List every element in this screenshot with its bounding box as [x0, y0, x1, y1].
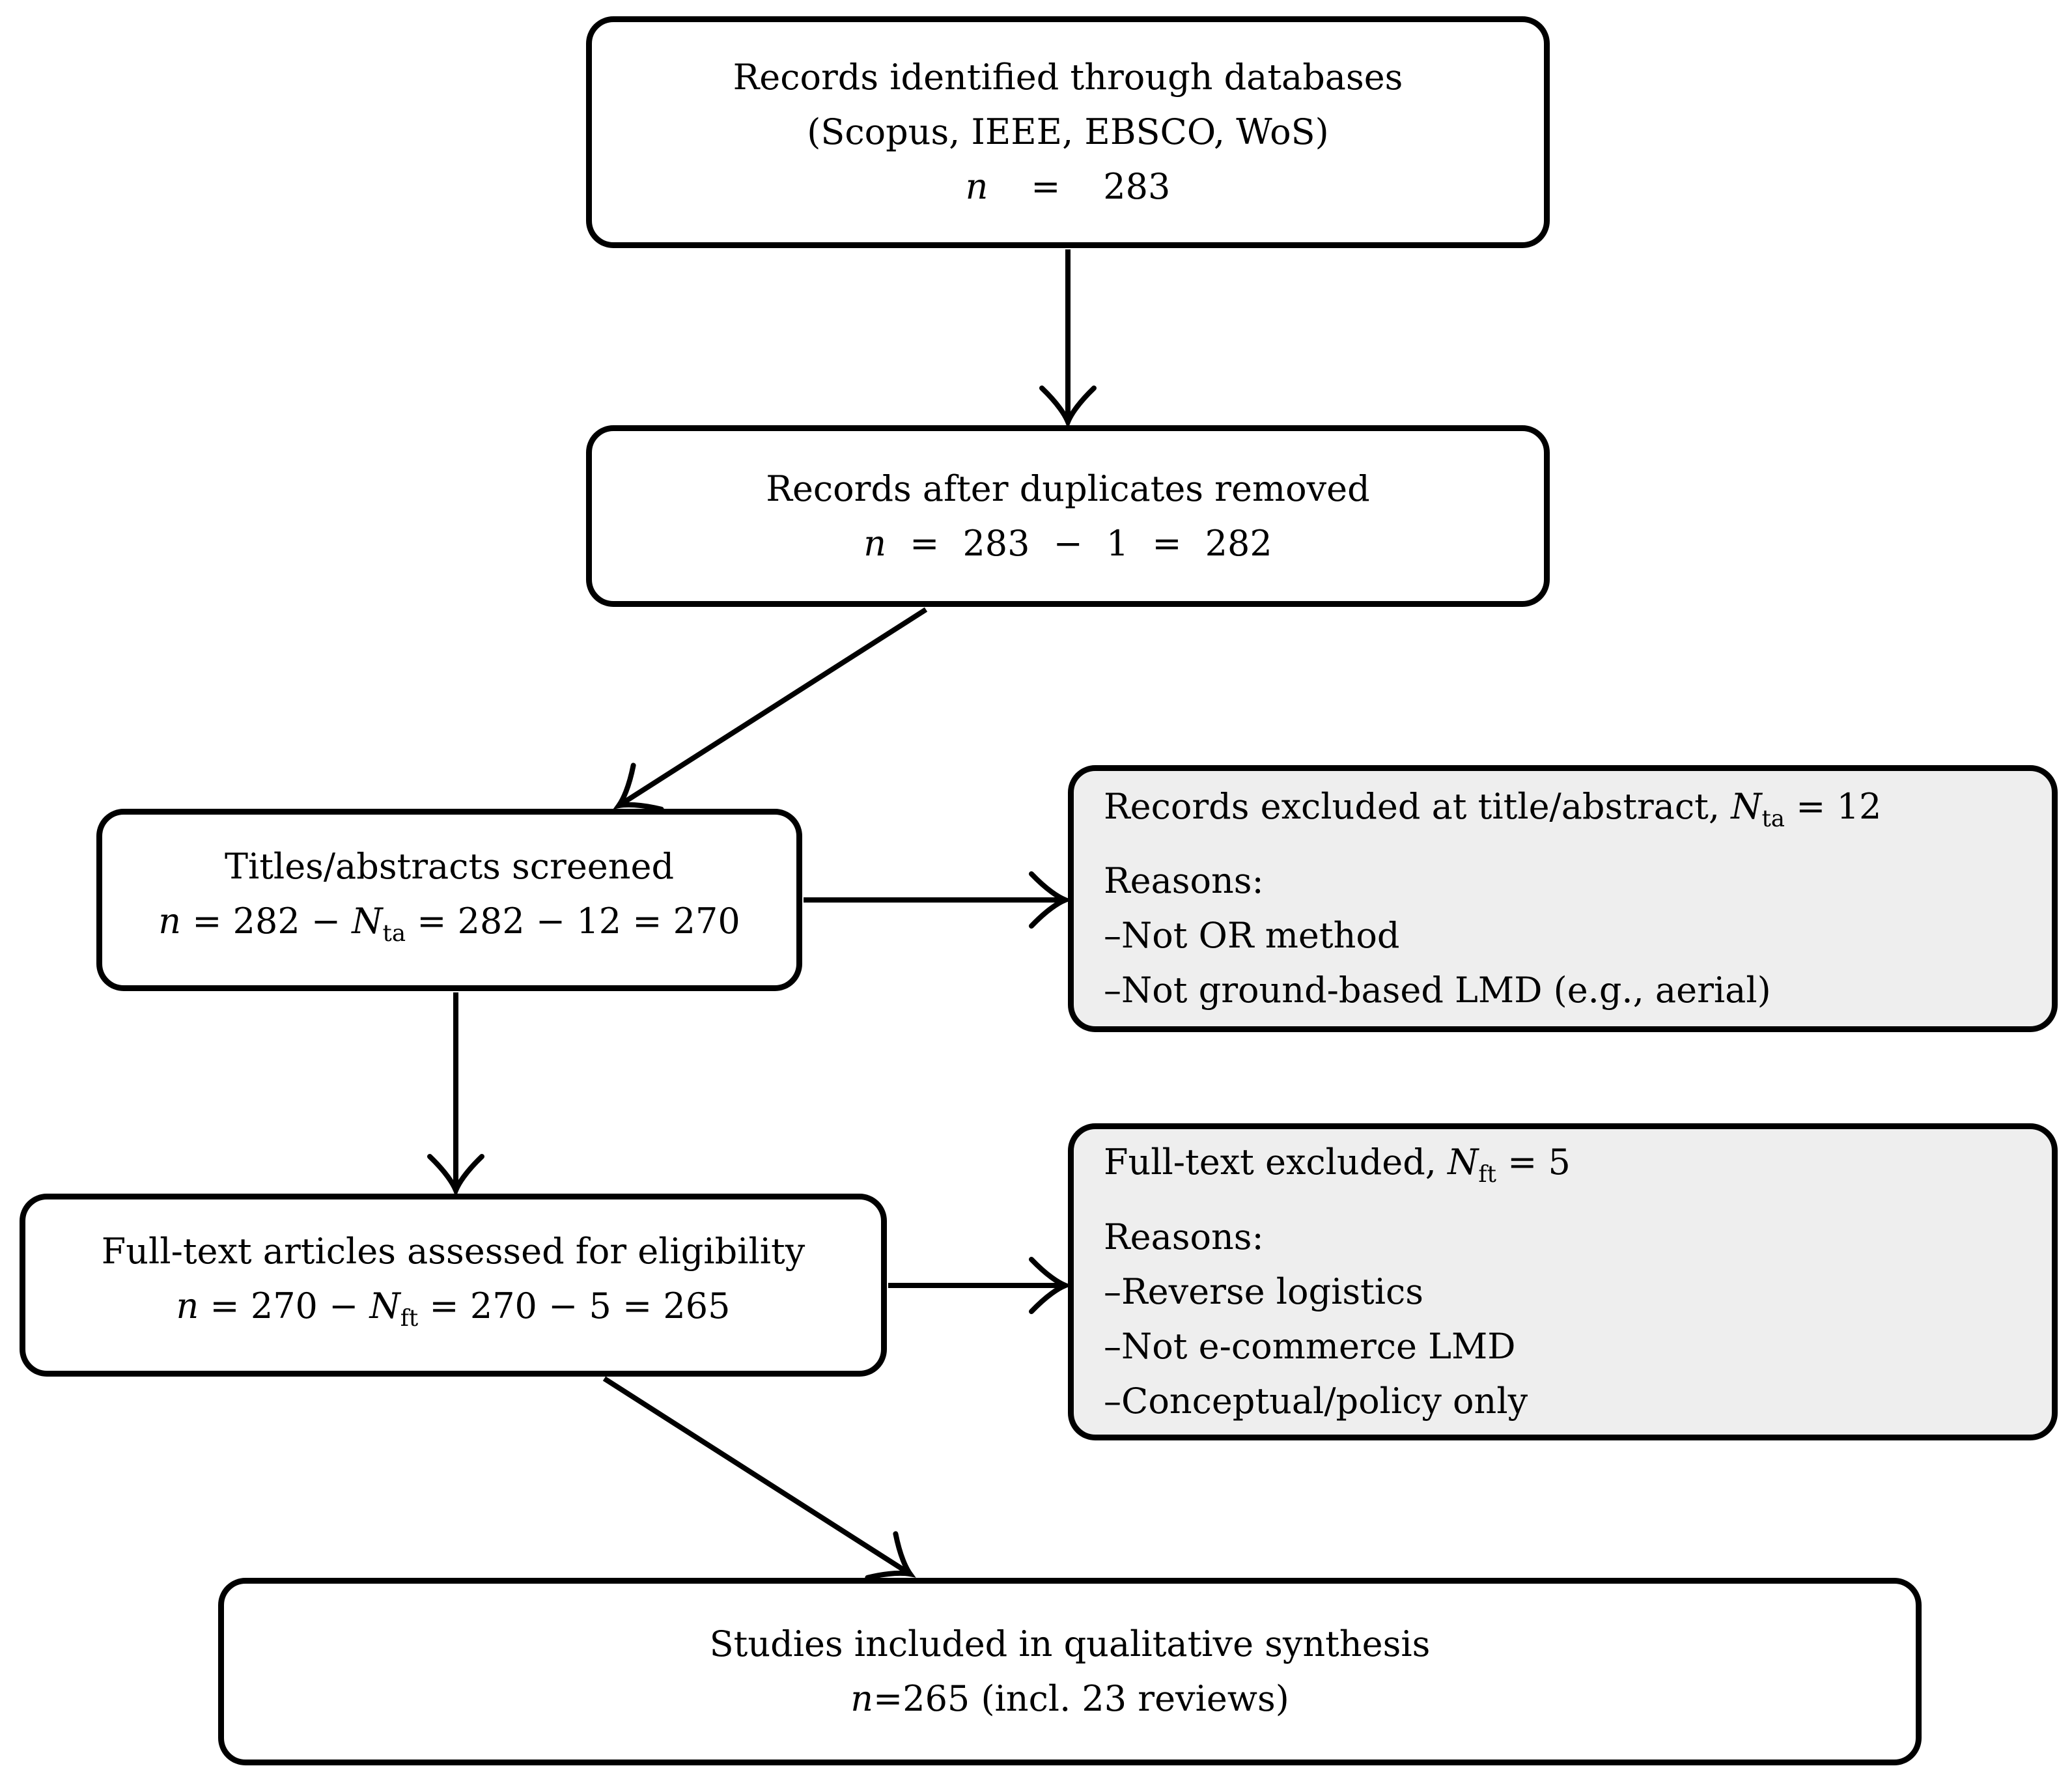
- arrow-duplicates-to-screening: [613, 607, 928, 812]
- reason-item: –Not ground-based LMD (e.g., aerial): [1104, 970, 1771, 1011]
- math-sub-ft: ft: [1478, 1160, 1496, 1188]
- reason-item: –Not OR method: [1104, 915, 1400, 957]
- eligibility-label: Full-text articles assessed for eligibil…: [101, 1231, 805, 1272]
- math-rest: = 283 − 1 = 282: [886, 522, 1272, 564]
- math-rest: = 282 − 12 = 270: [406, 900, 740, 942]
- included-label: Studies included in qualitative synthesi…: [709, 1623, 1431, 1664]
- box-excluded-title-abstract: Records excluded at title/abstract, Nta …: [1068, 765, 2058, 1032]
- box-records-identified: Records identified through databases (Sc…: [586, 16, 1550, 248]
- reason-item: –Reverse logistics: [1104, 1270, 1423, 1312]
- math-sub-ta: ta: [1761, 805, 1785, 832]
- screening-count: n = 282 − Nta = 282 − 12 = 270: [158, 894, 740, 961]
- math-var-n: n: [176, 1285, 199, 1327]
- box-titles-abstracts-screened: Titles/abstracts screened n = 282 − Nta …: [96, 809, 802, 991]
- math-var-n: n: [863, 522, 887, 564]
- duplicates-removed-count: n = 283 − 1 = 282: [863, 516, 1272, 571]
- math-sub-ta: ta: [382, 919, 406, 947]
- box-fulltext-assessed: Full-text articles assessed for eligibil…: [20, 1194, 887, 1377]
- box-studies-included: Studies included in qualitative synthesi…: [218, 1578, 1922, 1765]
- excluded-ta-title-text: Records excluded at title/abstract,: [1104, 785, 1731, 827]
- math-var-n: n: [158, 900, 182, 942]
- databases-list: (Scopus, IEEE, EBSCO, WoS): [807, 111, 1329, 152]
- excluded-ta-reasons-label: Reasons:: [1104, 860, 1264, 902]
- excluded-ft-title: Full-text excluded, Nft = 5: [1104, 1135, 1571, 1202]
- box-duplicates-removed: Records after duplicates removed n = 283…: [586, 425, 1550, 607]
- excluded-ft-title-count: = 5: [1496, 1142, 1571, 1183]
- included-count: n=265 (incl. 23 reviews): [850, 1672, 1289, 1726]
- math-mid: = 282 −: [181, 900, 352, 942]
- duplicates-removed-label: Records after duplicates removed: [766, 468, 1370, 509]
- excluded-ft-reasons-label: Reasons:: [1104, 1216, 1264, 1257]
- math-var-n: n: [850, 1678, 873, 1719]
- math-mid: = 270 −: [199, 1285, 370, 1327]
- arrow-eligibility-to-included: [602, 1376, 916, 1580]
- math-var-N: N: [1448, 1142, 1479, 1183]
- excluded-ft-title-text: Full-text excluded,: [1104, 1142, 1448, 1183]
- records-identified-label: Records identified through databases: [733, 57, 1403, 98]
- excluded-ta-title: Records excluded at title/abstract, Nta …: [1104, 779, 1881, 847]
- math-var-n: n: [965, 166, 988, 207]
- records-identified-count: n = 283: [966, 160, 1171, 214]
- eligibility-count: n = 270 − Nft = 270 − 5 = 265: [176, 1279, 730, 1346]
- math-sub-ft: ft: [400, 1304, 419, 1332]
- reason-item: –Not e-commerce LMD: [1104, 1325, 1516, 1367]
- math-rest: =265 (incl. 23 reviews): [873, 1678, 1289, 1719]
- excluded-ta-title-count: = 12: [1785, 785, 1882, 827]
- math-rest: = 283: [988, 166, 1171, 207]
- math-var-N: N: [352, 900, 383, 942]
- math-rest: = 270 − 5 = 265: [418, 1285, 731, 1327]
- math-var-N: N: [369, 1285, 400, 1327]
- math-var-N: N: [1731, 785, 1762, 827]
- reason-item: –Conceptual/policy only: [1104, 1380, 1528, 1422]
- box-excluded-fulltext: Full-text excluded, Nft = 5 Reasons: –Re…: [1068, 1123, 2058, 1440]
- screening-label: Titles/abstracts screened: [224, 845, 675, 887]
